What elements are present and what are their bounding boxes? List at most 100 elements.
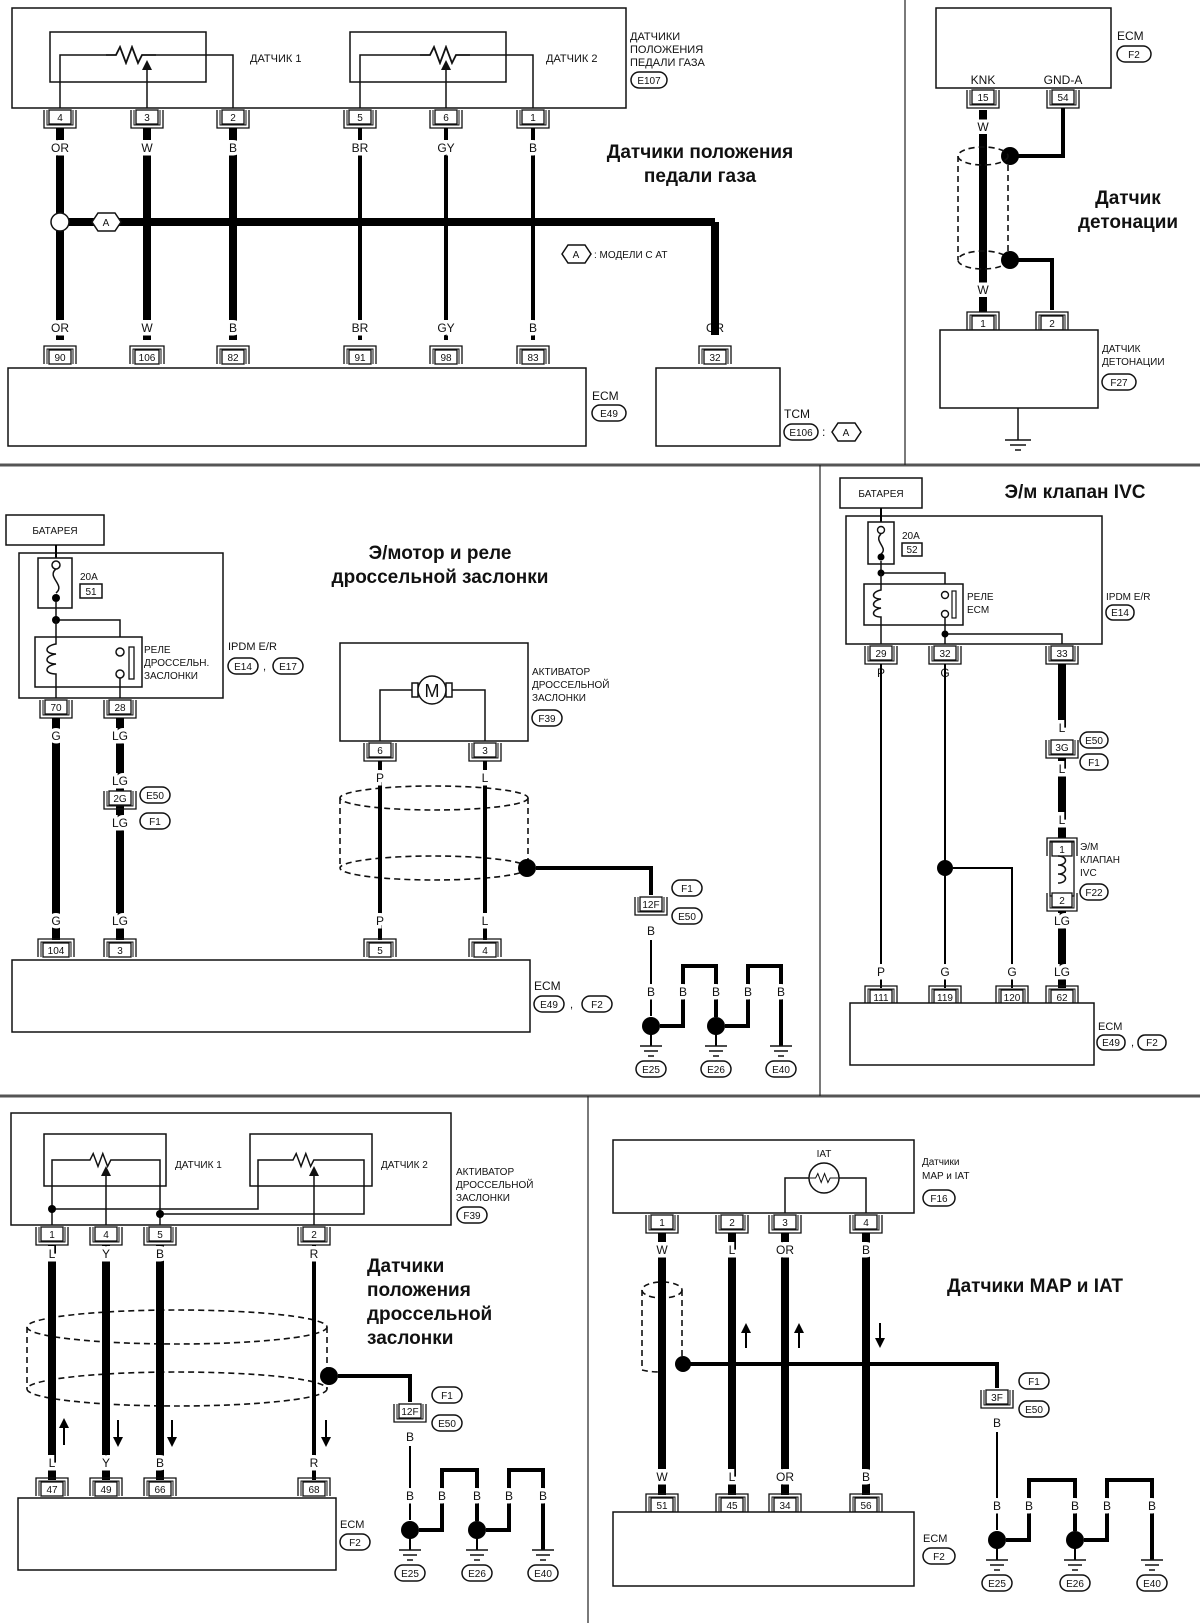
- ground-wire[interactable]: [1006, 1478, 1077, 1542]
- ground-wire[interactable]: [419, 1468, 479, 1532]
- connector-pin[interactable]: 45: [715, 1493, 749, 1513]
- connector-pin[interactable]: 4: [468, 938, 502, 958]
- connector-pin[interactable]: 91: [343, 345, 377, 365]
- connector-tag[interactable]: [783, 423, 819, 441]
- ground-wire[interactable]: [725, 964, 783, 1046]
- connector-pin[interactable]: 66: [143, 1477, 177, 1497]
- connector-pin[interactable]: 1: [645, 1214, 679, 1234]
- ground-point-tag[interactable]: [765, 1060, 797, 1078]
- connector-pin[interactable]: 28: [103, 699, 137, 719]
- connector-pin[interactable]: 4: [849, 1214, 883, 1234]
- connector-pin[interactable]: 15: [966, 89, 1000, 109]
- connector-pin[interactable]: 2: [216, 109, 250, 129]
- connector-pin[interactable]: 4: [43, 109, 77, 129]
- connector-tag[interactable]: [1079, 883, 1109, 901]
- connector-pin[interactable]: 2: [1035, 311, 1069, 331]
- connector-pin[interactable]: 32: [928, 645, 962, 665]
- connector-tag[interactable]: [431, 1414, 463, 1432]
- connector-tag[interactable]: [1079, 731, 1109, 749]
- connector-pin[interactable]: 104: [37, 938, 75, 958]
- connector-pin[interactable]: 82: [216, 345, 250, 365]
- connector-tag[interactable]: [139, 812, 171, 830]
- connector-pin[interactable]: 2: [297, 1226, 331, 1246]
- connector-pin[interactable]: 3: [468, 742, 502, 762]
- connector-tag[interactable]: [1018, 1372, 1050, 1390]
- ground-point-tag[interactable]: [700, 1060, 732, 1078]
- connector-pin[interactable]: 1: [966, 311, 1000, 331]
- connector-pin[interactable]: 33: [1045, 645, 1079, 665]
- connector-pin[interactable]: 3: [130, 109, 164, 129]
- ground-wire[interactable]: [486, 1468, 545, 1550]
- connector-tag[interactable]: [1137, 1034, 1167, 1051]
- connector-pin[interactable]: 83: [516, 345, 550, 365]
- connector-pin[interactable]: 32: [698, 345, 732, 365]
- connector-pin[interactable]: 6: [429, 109, 463, 129]
- connector-pin[interactable]: 1: [35, 1226, 69, 1246]
- connector-tag[interactable]: [1116, 45, 1152, 63]
- connector-pin[interactable]: 90: [43, 345, 77, 365]
- connector-pin[interactable]: 70: [39, 699, 73, 719]
- connector-tag[interactable]: [1096, 1034, 1126, 1051]
- connector-pin[interactable]: 56: [849, 1493, 883, 1513]
- connector-tag[interactable]: [531, 709, 563, 727]
- connector-pin[interactable]: 98: [429, 345, 463, 365]
- connector-pin[interactable]: 2G: [103, 790, 137, 810]
- connector-pin[interactable]: 49: [89, 1477, 123, 1497]
- ground-point-tag[interactable]: [1136, 1574, 1168, 1592]
- connector-pin[interactable]: 1: [516, 109, 550, 129]
- connector-pin[interactable]: 29: [864, 645, 898, 665]
- connector-pin[interactable]: 62: [1045, 985, 1079, 1005]
- connector-pin[interactable]: 3: [103, 938, 137, 958]
- ground-point-tag[interactable]: [461, 1564, 493, 1582]
- connector-pin[interactable]: 119: [928, 985, 962, 1005]
- connector-pin[interactable]: 120: [995, 985, 1029, 1005]
- connector-tag[interactable]: [591, 404, 627, 422]
- wire[interactable]: [953, 867, 1013, 988]
- connector-pin[interactable]: 5: [143, 1226, 177, 1246]
- connector-pin[interactable]: 3F: [980, 1389, 1014, 1409]
- connector-pin[interactable]: 3: [768, 1214, 802, 1234]
- ground-point-tag[interactable]: [394, 1564, 426, 1582]
- ground-point-tag[interactable]: [1059, 1574, 1091, 1592]
- connector-pin[interactable]: 5: [343, 109, 377, 129]
- connector-tag[interactable]: [922, 1547, 956, 1565]
- connector-pin[interactable]: 106: [129, 345, 165, 365]
- connector-tag[interactable]: [139, 786, 171, 804]
- connector-tag[interactable]: [922, 1189, 956, 1207]
- connector-tag[interactable]: [671, 907, 703, 925]
- connector-pin[interactable]: 5: [363, 938, 397, 958]
- connector-tag[interactable]: [272, 657, 304, 675]
- connector-pin[interactable]: 1: [1046, 837, 1078, 857]
- connector-tag[interactable]: [1101, 373, 1137, 391]
- fuse-rating: 20A: [80, 572, 98, 583]
- connector-pin[interactable]: 54: [1046, 89, 1080, 109]
- ground-wire[interactable]: [660, 964, 718, 1028]
- connector-pin[interactable]: 6: [363, 742, 397, 762]
- connector-tag[interactable]: [456, 1206, 488, 1224]
- connector-tag[interactable]: [431, 1386, 463, 1404]
- connector-tag[interactable]: [227, 657, 259, 675]
- connector-pin[interactable]: 3G: [1045, 739, 1079, 759]
- ground-point-tag[interactable]: [527, 1564, 559, 1582]
- connector-tag[interactable]: [581, 995, 613, 1013]
- connector-pin[interactable]: 47: [35, 1477, 69, 1497]
- connector-pin[interactable]: 111: [864, 985, 898, 1005]
- connector-pin[interactable]: 2: [715, 1214, 749, 1234]
- connector-pin[interactable]: 34: [768, 1493, 802, 1513]
- connector-pin[interactable]: 2: [1046, 892, 1078, 912]
- connector-tag[interactable]: [671, 879, 703, 897]
- connector-pin[interactable]: 4: [89, 1226, 123, 1246]
- ground-wire[interactable]: [1084, 1478, 1154, 1560]
- connector-pin[interactable]: 51: [645, 1493, 679, 1513]
- connector-tag[interactable]: [339, 1533, 371, 1551]
- connector-tag[interactable]: [1018, 1400, 1050, 1418]
- connector-pin[interactable]: 12F: [393, 1403, 427, 1423]
- connector-tag[interactable]: [533, 995, 565, 1013]
- ground-point-tag[interactable]: [981, 1574, 1013, 1592]
- connector-pin[interactable]: 12F: [634, 896, 668, 916]
- connector-pin[interactable]: 68: [297, 1477, 331, 1497]
- connector-tag[interactable]: [1079, 753, 1109, 771]
- ground-point-tag[interactable]: [635, 1060, 667, 1078]
- connector-tag[interactable]: [630, 71, 668, 89]
- connector-tag[interactable]: [1105, 604, 1135, 621]
